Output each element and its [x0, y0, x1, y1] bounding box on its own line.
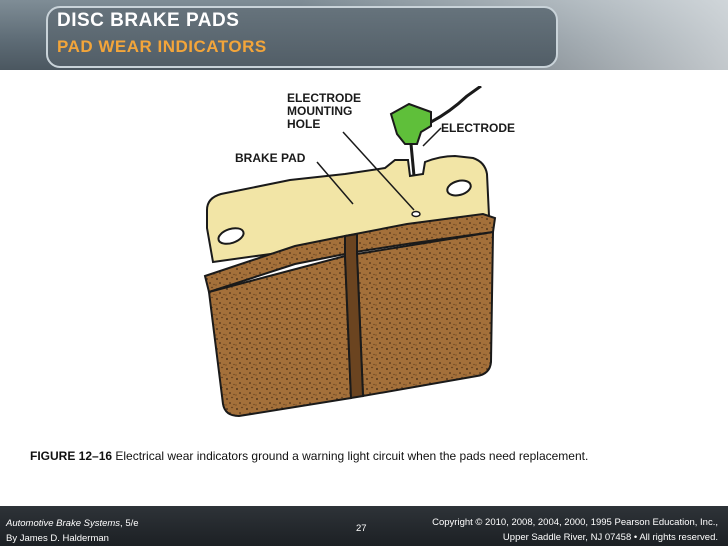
slide-header: DISC BRAKE PADS PAD WEAR INDICATORS	[0, 0, 728, 70]
electrode-wire	[430, 84, 482, 124]
copyright-line-1: Copyright © 2010, 2008, 2004, 2000, 1995…	[432, 517, 718, 528]
label-line-3: HOLE	[287, 117, 321, 131]
title-box	[46, 6, 558, 68]
footer-book-info: Automotive Brake Systems, 5/e By James D…	[6, 516, 139, 546]
book-author: By James D. Halderman	[6, 533, 109, 544]
book-title: Automotive Brake Systems	[6, 518, 121, 529]
label-electrode-mounting-hole: ELECTRODE MOUNTING HOLE	[287, 92, 361, 131]
figure-caption: FIGURE 12–16 Electrical wear indicators …	[30, 449, 588, 463]
electrode-probe	[409, 143, 416, 177]
page-number: 27	[356, 523, 367, 534]
book-edition: , 5/e	[120, 518, 139, 529]
electrode-connector	[389, 102, 432, 145]
brake-pad-drawing	[203, 84, 497, 418]
caption-text: Electrical wear indicators ground a warn…	[112, 449, 589, 463]
leader-brake-pad	[316, 161, 354, 205]
label-line-2: MOUNTING	[287, 104, 353, 118]
label-brake-pad: BRAKE PAD	[235, 151, 306, 165]
leader-electrode	[422, 127, 442, 147]
electrode-mounting-hole	[411, 210, 421, 218]
friction-block-left	[207, 254, 353, 418]
right-mounting-hole	[446, 179, 472, 197]
copyright-notice: Copyright © 2010, 2008, 2004, 2000, 1995…	[432, 515, 718, 545]
label-line-1: ELECTRODE	[287, 91, 362, 105]
copyright-line-2: Upper Saddle River, NJ 07458 • All right…	[502, 532, 718, 543]
slide-title: DISC BRAKE PADS	[57, 10, 240, 31]
brake-pad-illustration: ELECTRODE MOUNTING HOLE ELECTRODE BRAKE …	[195, 84, 516, 424]
left-mounting-hole	[217, 227, 245, 245]
friction-block-right	[355, 230, 495, 398]
center-slot	[344, 232, 365, 400]
slide-subtitle: PAD WEAR INDICATORS	[57, 37, 267, 56]
leader-electrode-hole	[342, 131, 415, 211]
slide-footer: Automotive Brake Systems, 5/e By James D…	[0, 506, 728, 546]
label-electrode: ELECTRODE	[441, 121, 516, 135]
figure-number: FIGURE 12–16	[30, 449, 113, 463]
